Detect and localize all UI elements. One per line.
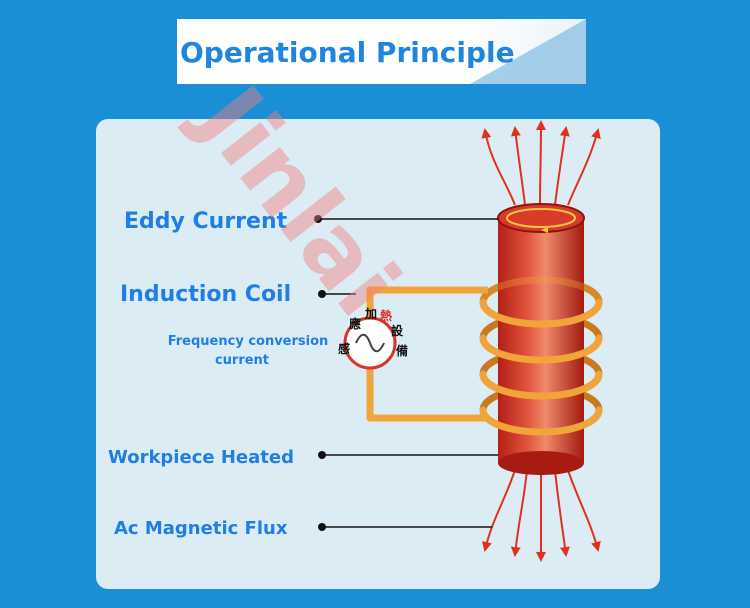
leader-dots [314,215,326,531]
seal-char-1: 感 [338,341,350,356]
label-frequency-line1: Frequency conversion [168,334,329,349]
eddy-current-arrow [541,227,548,233]
workpiece-cylinder [497,203,585,475]
seal-char-2: 應 [349,316,361,331]
seal-char-6: 備 [396,343,408,358]
title-banner: Operational Principle [177,19,586,84]
label-eddy-current: Eddy Current [124,209,288,234]
ac-source [343,316,397,370]
coil-leads [366,286,488,422]
label-workpiece-heated: Workpiece Heated [108,447,294,468]
seal-characters: 感 應 加 熱 設 備 [338,306,408,358]
seal-char-3: 加 [364,306,377,321]
eddy-current-loop [506,208,576,228]
magnetic-flux-bottom [481,469,601,562]
sine-wave-icon [355,333,385,353]
leader-lines [318,218,498,528]
page-title: Operational Principle [180,36,515,69]
seal-char-4: 熱 [380,308,392,323]
label-induction-coil: Induction Coil [120,282,291,307]
magnetic-flux-top [481,120,601,206]
seal-char-5: 設 [391,323,404,338]
label-frequency-line2: current [215,353,269,368]
induction-coil-front [479,276,603,436]
label-magnetic-flux: Ac Magnetic Flux [114,518,288,539]
